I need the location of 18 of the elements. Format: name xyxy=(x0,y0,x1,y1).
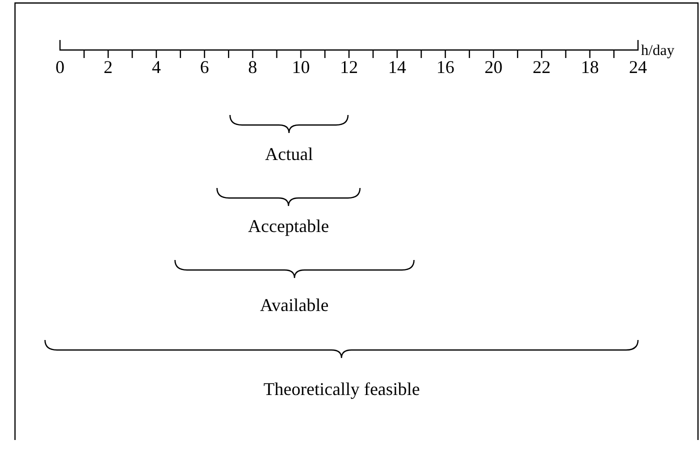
range-label: Theoretically feasible xyxy=(264,380,420,398)
tick-label: 20 xyxy=(484,58,502,76)
tick-label: 10 xyxy=(292,58,310,76)
tick-label: 2 xyxy=(104,58,113,76)
tick-label: 18 xyxy=(580,58,599,76)
tick-label: 8 xyxy=(248,58,258,76)
tick-label: 12 xyxy=(340,58,358,76)
range-label: Acceptable xyxy=(248,217,329,235)
tick-label: 4 xyxy=(152,58,161,76)
tick-label: 22 xyxy=(532,58,551,76)
tick-label: 0 xyxy=(56,58,64,76)
tick-label: 6 xyxy=(200,58,209,76)
axis-unit-label: h/day xyxy=(641,44,674,59)
range-label: Actual xyxy=(265,145,313,163)
range-label: Available xyxy=(260,296,329,314)
tick-label: 14 xyxy=(388,58,406,76)
tick-label: 16 xyxy=(436,58,454,76)
tick-label: 24 xyxy=(629,58,647,76)
